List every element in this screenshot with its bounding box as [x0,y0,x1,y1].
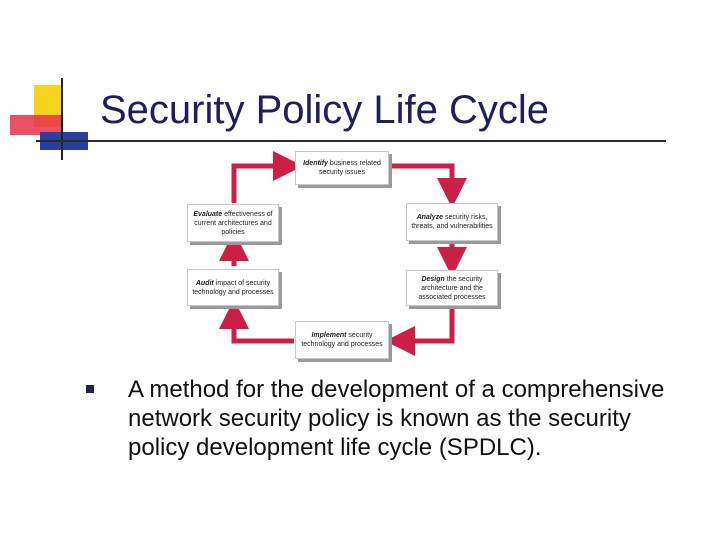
cycle-arrows [219,151,467,356]
stage-keyword: Analyze [416,214,444,221]
stage-evaluate: Evaluate effectiveness of current archit… [187,204,279,242]
stage-text: security risks, threats, and vulnerabili… [411,214,493,230]
stage-identify: Identify business related security issue… [295,151,389,185]
bullet-text: A method for the development of a compre… [128,376,665,461]
stage-audit: Audit impact of security technology and … [187,269,279,306]
arrow-implement-to-audit [219,299,294,344]
stage-keyword: Evaluate [193,210,223,218]
bullet-marker [86,385,94,393]
stage-text: the security architecture and the associ… [418,275,486,301]
stage-text: effectiveness of current architectures a… [194,210,273,236]
stage-text: security technology and processes [301,332,383,348]
stage-keyword: Design [421,275,445,283]
stage-analyze: Analyze security risks, threats, and vul… [406,203,498,241]
arrow-evaluate-to-identify [231,151,303,203]
slide-title: Security Policy Life Cycle [100,88,550,132]
stage-keyword: Identify [303,160,328,167]
stage-design: Design the security architecture and the… [406,270,498,306]
life-cycle-diagram: Identify business related security issue… [182,148,512,363]
decorative-logo [10,78,92,160]
arrow-design-to-implement [385,308,455,356]
stage-keyword: Implement [311,332,347,339]
title-divider [36,140,666,142]
stage-text: impact of security technology and proces… [192,279,274,296]
stage-keyword: Audit [195,279,214,287]
stage-text: business related security issues [319,160,381,176]
arrow-identify-to-analyze [390,163,467,208]
stage-implement: Implement security technology and proces… [295,321,389,359]
